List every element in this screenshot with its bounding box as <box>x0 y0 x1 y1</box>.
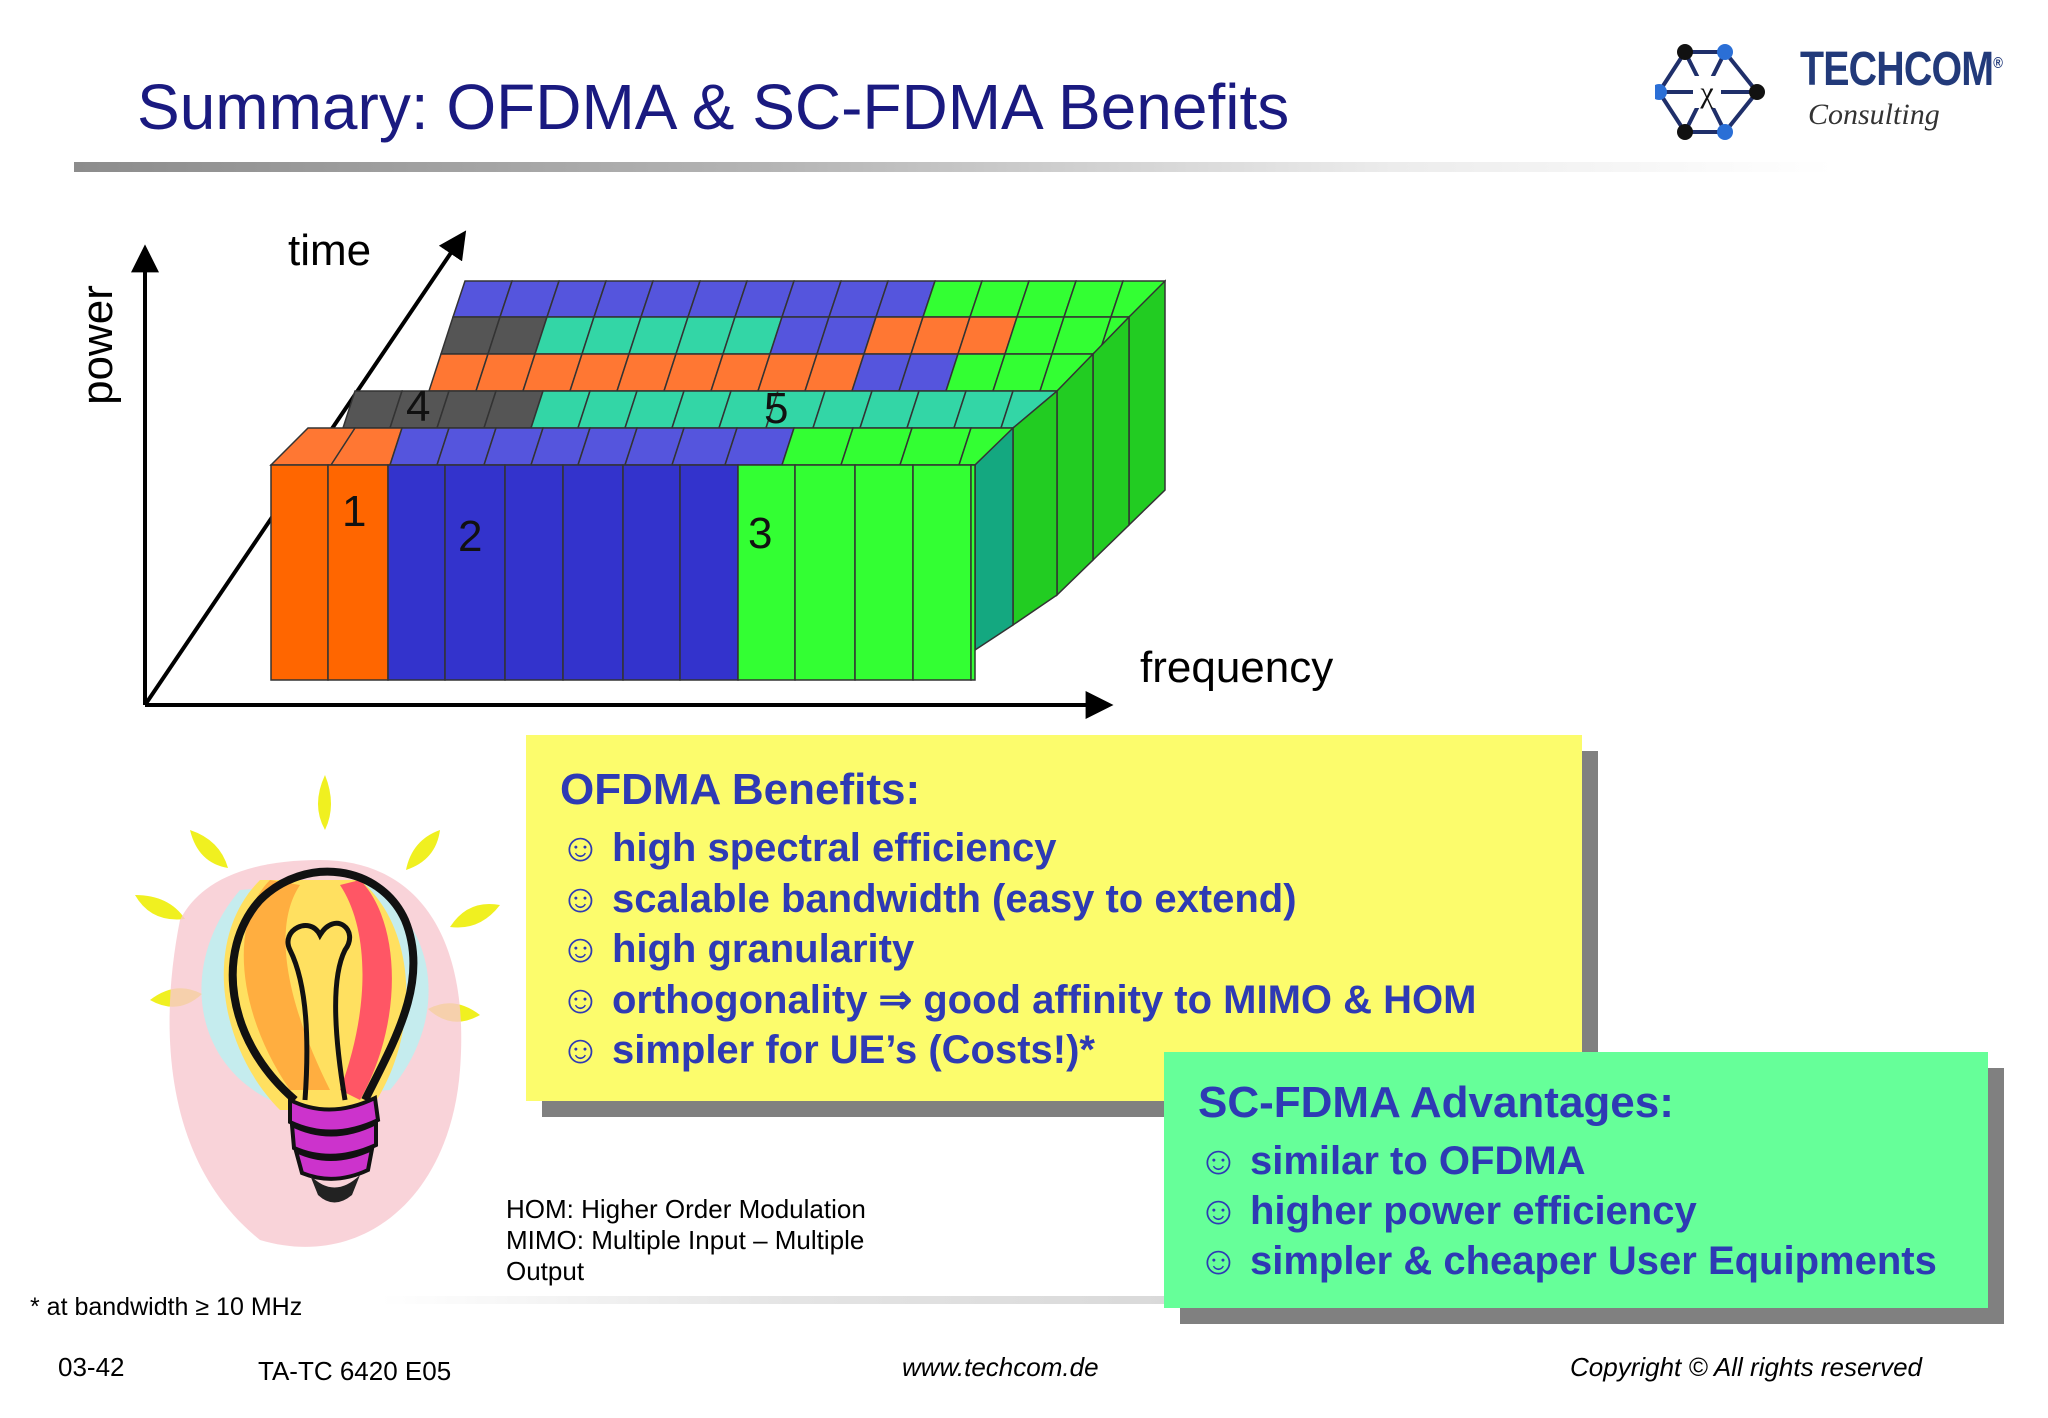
footnote: * at bandwidth ≥ 10 MHz <box>30 1293 303 1321</box>
abbreviation-line: MIMO: Multiple Input – Multiple <box>506 1225 865 1255</box>
abbreviation-notes: HOM: Higher Order Modulation MIMO: Multi… <box>506 1194 866 1287</box>
ofdma-title: OFDMA Benefits: <box>560 765 921 814</box>
frequency-axis-label: frequency <box>1140 643 1333 692</box>
block-number-3: 3 <box>748 509 772 558</box>
power-axis-label: power <box>73 285 122 405</box>
page-title: Summary: OFDMA & SC-FDMA Benefits <box>137 71 1290 143</box>
block-number-2: 2 <box>458 512 482 561</box>
block-number-5: 5 <box>764 384 788 433</box>
block-number-4: 4 <box>406 382 430 431</box>
right-side-faces <box>970 279 1166 658</box>
scfdma-item: ☺ simpler & cheaper User Equipments <box>1198 1239 1937 1283</box>
layer-back-2 <box>439 316 1155 355</box>
front-face-blocks <box>270 464 976 681</box>
layer-back-1 <box>451 280 1167 318</box>
registered-mark: ® <box>1993 55 2003 72</box>
layer-front-top <box>269 427 1015 466</box>
time-axis-label: time <box>288 226 371 275</box>
abbreviation-line: HOM: Higher Order Modulation <box>506 1194 866 1224</box>
techcom-logo: χ <box>1655 44 1765 140</box>
ofdma-benefits-box: OFDMA Benefits: ☺ high spectral efficien… <box>526 735 1598 1117</box>
ofdma-item: ☺ orthogonality ⇒ good affinity to MIMO … <box>560 977 1477 1022</box>
layer-front-2 <box>341 390 1062 429</box>
scfdma-advantages-box: SC-FDMA Advantages: ☺ similar to OFDMA ☺… <box>1164 1052 2004 1324</box>
copyright-notice: Copyright © All rights reserved <box>1570 1352 1922 1382</box>
abbreviation-line: Output <box>506 1256 585 1286</box>
title-underline <box>74 162 1834 172</box>
page-number: 03-42 <box>58 1352 125 1382</box>
light-bulb-icon <box>135 775 500 1247</box>
website-link[interactable]: www.techcom.de <box>902 1352 1099 1382</box>
block-number-1: 1 <box>342 487 366 536</box>
ofdma-item: ☺ high granularity <box>560 927 915 971</box>
scfdma-item: ☺ higher power efficiency <box>1198 1189 1697 1233</box>
ofdma-item: ☺ high spectral efficiency <box>560 826 1057 870</box>
scfdma-title: SC-FDMA Advantages: <box>1198 1078 1674 1127</box>
ofdma-resource-diagram: power time frequency <box>73 226 1333 719</box>
ofdma-item: ☺ scalable bandwidth (easy to extend) <box>560 876 1297 921</box>
course-code: TA-TC 6420 E05 <box>258 1356 452 1386</box>
ofdma-item: ☺ simpler for UE’s (Costs!)* <box>560 1028 1095 1072</box>
footer-divider <box>380 1296 1200 1304</box>
logo-name: TECHCOM <box>1800 43 1994 96</box>
svg-text:χ: χ <box>1699 76 1714 109</box>
logo-tagline: Consulting <box>1808 98 1940 131</box>
scfdma-item: ☺ similar to OFDMA <box>1198 1139 1586 1183</box>
